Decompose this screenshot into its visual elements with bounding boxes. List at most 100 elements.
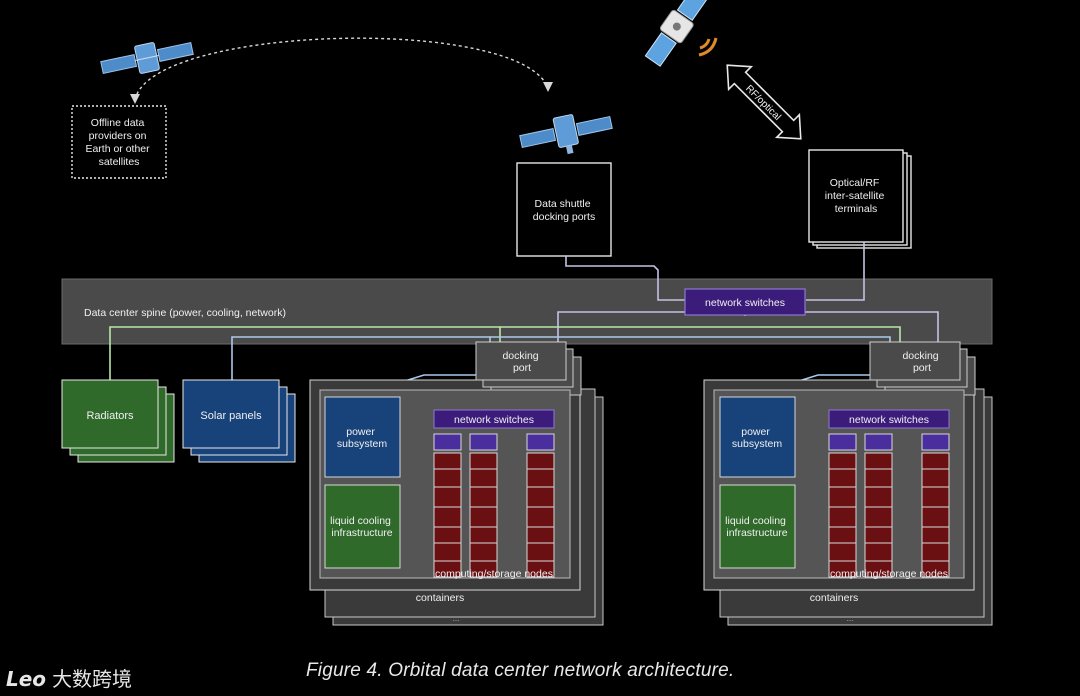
optical-terminals-line: Optical/RF	[830, 177, 880, 189]
radiators-box	[61, 379, 159, 449]
container-switches-label: network switches	[454, 414, 534, 426]
offline-providers-box	[71, 105, 167, 179]
compute-node	[433, 468, 462, 488]
optical-terminals-line: terminals	[835, 203, 878, 215]
svg-text:docking port: docking port	[902, 350, 941, 374]
compute-node	[921, 452, 950, 470]
compute-node	[921, 542, 950, 562]
optical-terminals-box	[808, 149, 904, 243]
figure-caption: Figure 4. Orbital data center network ar…	[306, 660, 735, 681]
compute-node	[469, 560, 498, 578]
compute-node	[526, 486, 555, 508]
optical-terminals-line: inter-satellite	[825, 190, 885, 202]
compute-node	[828, 486, 857, 508]
compute-node	[433, 486, 462, 508]
svg-text:liquid cooling infrastru: liquid cooling infrastructure	[725, 515, 789, 539]
svg-text:Optical/RF inter-satellite: Optical/RF inter-satellite terminals	[825, 177, 887, 215]
rack-switch	[828, 433, 857, 451]
rack-switch	[526, 433, 555, 451]
watermark-mark: Leo	[6, 667, 47, 691]
satellite-icon	[644, 0, 709, 67]
power-subsystem-box	[324, 396, 401, 478]
svg-text:docking port: docking port	[502, 350, 541, 374]
docking-port-line: docking	[502, 350, 538, 362]
offline-providers-line: Earth or other	[85, 143, 150, 155]
compute-node	[469, 506, 498, 528]
power-subsystem-box	[719, 396, 796, 478]
compute-node	[828, 526, 857, 544]
compute-node	[828, 542, 857, 562]
svg-text:Data shuttle docking ports: Data shuttle docking ports	[533, 198, 595, 223]
container-group-left: docking port power subsystem liquid cool…	[309, 341, 604, 626]
data-shuttle-box	[516, 162, 612, 257]
radiators-label: Radiators	[86, 410, 134, 422]
compute-node	[921, 468, 950, 488]
data-shuttle-line: docking ports	[533, 211, 595, 223]
signal-icon	[698, 37, 718, 57]
svg-text:liquid cooling infrastru: liquid cooling infrastructure	[330, 515, 394, 539]
solar-panels-label: Solar panels	[200, 410, 262, 422]
compute-node	[921, 486, 950, 508]
compute-node	[864, 560, 893, 578]
ellipsis-label: ...	[453, 614, 460, 623]
rack-switch	[469, 433, 498, 451]
compute-node	[526, 506, 555, 528]
compute-node	[526, 468, 555, 488]
compute-node	[526, 526, 555, 544]
compute-node	[433, 560, 462, 578]
svg-text:power subsystem: power subsystem	[732, 426, 782, 450]
container-network-switches	[828, 409, 950, 429]
compute-node	[433, 452, 462, 470]
compute-node	[433, 506, 462, 528]
solar-panels-box	[182, 379, 280, 449]
compute-node	[828, 452, 857, 470]
power-line: subsystem	[337, 438, 387, 450]
compute-node	[864, 542, 893, 562]
compute-node	[433, 526, 462, 544]
container-switches-label: network switches	[849, 414, 929, 426]
liquid-cooling-box	[719, 484, 796, 569]
nodes-label: computing/storage nodes	[830, 568, 948, 580]
cooling-line: infrastructure	[726, 527, 787, 539]
compute-node	[828, 506, 857, 528]
compute-node	[469, 526, 498, 544]
nodes-label: computing/storage nodes	[435, 568, 553, 580]
container-network-switches	[433, 409, 555, 429]
spine-network-switches	[684, 288, 806, 316]
liquid-cooling-box	[324, 484, 401, 569]
compute-node	[469, 452, 498, 470]
offline-providers-line: providers on	[89, 130, 147, 142]
compute-node	[828, 468, 857, 488]
compute-node	[469, 542, 498, 562]
docking-port-line: port	[913, 362, 931, 374]
rack-group	[828, 433, 950, 578]
cooling-line: liquid cooling	[330, 515, 391, 527]
containers-label: containers	[416, 592, 464, 604]
compute-node	[433, 542, 462, 562]
docking-port-box	[475, 341, 567, 381]
compute-node	[921, 526, 950, 544]
compute-node	[921, 506, 950, 528]
offline-providers-line: Offline data	[91, 117, 145, 129]
power-line: power	[741, 426, 770, 438]
compute-node	[469, 486, 498, 508]
compute-node	[864, 486, 893, 508]
svg-text:power subsystem: power subsystem	[337, 426, 387, 450]
containers-label: containers	[810, 592, 858, 604]
watermark-text: 大数跨境	[52, 667, 133, 691]
compute-node	[864, 468, 893, 488]
compute-node	[864, 452, 893, 470]
compute-node	[828, 560, 857, 578]
rack-switch	[864, 433, 893, 451]
compute-node	[469, 468, 498, 488]
satellite-icon	[100, 41, 194, 75]
cooling-line: infrastructure	[331, 527, 392, 539]
rf-optical-double-arrow: RF/optical	[726, 64, 802, 140]
power-line: subsystem	[732, 438, 782, 450]
power-line: power	[346, 426, 375, 438]
docking-port-line: port	[513, 362, 531, 374]
compute-node	[526, 542, 555, 562]
docking-port-box	[869, 341, 961, 381]
